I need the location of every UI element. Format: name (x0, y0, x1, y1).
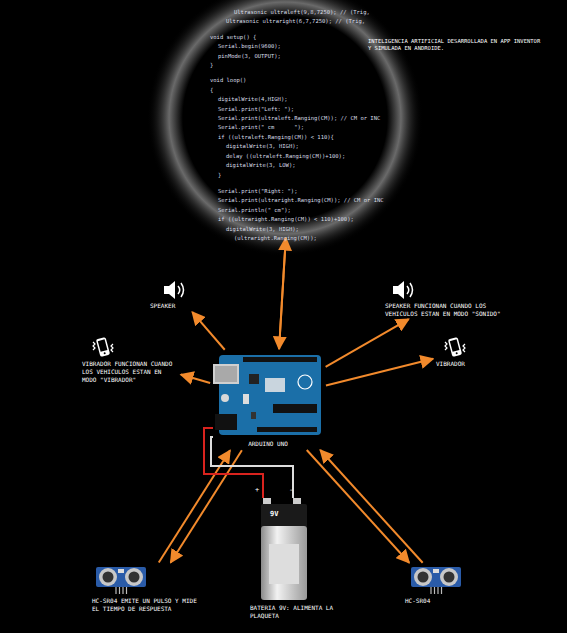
code-line: if ((ultraleft.Ranging(CM)) < 110){ (210, 133, 400, 142)
code-circle: Ultrasonic ultraleft(9,8,7250); // (Trig… (170, 0, 400, 235)
code-line: (ultraright.Ranging(CM)); (210, 234, 400, 243)
code-line: Serial.print(ultraright.Ranging(CM)); //… (210, 196, 400, 205)
sensor-node: HC-SR04 (405, 565, 467, 605)
icon-holder (90, 336, 178, 358)
battery-9v (259, 498, 309, 602)
signal-arrow (279, 238, 286, 349)
ultrasonic-sensor (96, 565, 146, 595)
code-line: { (210, 86, 400, 95)
battery-wire (204, 428, 263, 498)
code-line: digitalWrite(3, HIGH); (210, 142, 400, 151)
ultrasonic-sensor (411, 565, 461, 595)
arduino-board (213, 352, 323, 438)
code-line: Ultrasonic ultraleft(9,8,7250); // (Trig… (210, 8, 400, 17)
sensor-label: HC-SR04 EMITE UN PULSO Y MIDE EL TIEMPO … (92, 597, 204, 613)
icon-holder (411, 565, 467, 595)
board-label: ARDUINO UNO (213, 440, 323, 448)
code-line: digitalWrite(4,HIGH); (210, 95, 400, 104)
code-line: Serial.print("Right: "); (210, 187, 400, 196)
project-note: INTELIGENCIA ARTIFICIAL DESARROLLADA EN … (368, 38, 546, 53)
signal-arrow (181, 375, 210, 384)
polarity-label: + (255, 486, 263, 495)
code-line: Serial.print(" cm "); (210, 123, 400, 132)
polarity-label: - (289, 486, 297, 495)
speaker-node: SPEAKER FUNCIONAN CUANDO LOS VEHICULOS E… (385, 280, 503, 318)
sensor-label: HC-SR04 (405, 597, 467, 605)
icon-holder (213, 352, 323, 438)
code-line: digitalWrite(3, LOW); (210, 161, 400, 170)
sensor-node: HC-SR04 EMITE UN PULSO Y MIDE EL TIEMPO … (92, 565, 204, 613)
signal-arrow (326, 319, 409, 367)
vibrator-node: VIBRADOR (436, 336, 486, 368)
code-line: if ((ultraright.Ranging(CM)) < 110)+100)… (210, 215, 400, 224)
voltage-label: 9V (270, 510, 278, 519)
code-line: } (210, 171, 400, 180)
battery-label: BATERIA 9V: ALIMENTA LA PLAQUETA (250, 604, 362, 620)
code-line: Serial.print(ultraleft.Ranging(CM)); // … (210, 114, 400, 123)
code-line: Serial.print("Left: "); (210, 105, 400, 114)
vibrator-label: VIBRADOR FUNCIONAN CUANDO LOS VEHICULOS … (82, 360, 178, 383)
code-line: } (210, 61, 400, 70)
icon-holder (162, 280, 205, 300)
vibrator-label: VIBRADOR (436, 360, 486, 368)
code-line: void loop() (210, 76, 400, 85)
speaker-icon (391, 280, 415, 300)
signal-arrow (192, 312, 224, 350)
speaker-label: SPEAKER FUNCIONAN CUANDO LOS VEHICULOS E… (385, 302, 503, 318)
battery-node: 9V BATERIA 9V: ALIMENTA LA PLAQUETA (250, 498, 362, 620)
signal-arrow (307, 450, 409, 563)
icon-holder (391, 280, 503, 300)
code-line: delay ((ultraleft.Ranging(CM))+100); (210, 152, 400, 161)
speaker-label: SPEAKER (150, 302, 205, 310)
icon-holder (442, 336, 486, 358)
signal-arrow (320, 450, 422, 563)
signal-arrow (171, 450, 242, 562)
code-line: Ultrasonic ultraright(6,7,7250); // (Tri… (210, 17, 400, 26)
signal-arrow (279, 238, 286, 349)
vibrator-node: VIBRADOR FUNCIONAN CUANDO LOS VEHICULOS … (82, 336, 178, 383)
signal-arrow (326, 359, 433, 386)
icon-holder (96, 565, 204, 595)
signal-arrow (159, 450, 230, 562)
arduino-node: ARDUINO UNO (213, 352, 323, 448)
code-line: digitalWrite(3, HIGH); (210, 225, 400, 234)
code-line: Serial.println(" cm"); (210, 206, 400, 215)
speaker-icon (162, 280, 186, 300)
code-line: pinMode(3, OUTPUT); (210, 52, 400, 61)
vibrator-icon (90, 336, 116, 358)
vibrator-icon (442, 336, 468, 358)
speaker-node: SPEAKER (150, 280, 205, 310)
